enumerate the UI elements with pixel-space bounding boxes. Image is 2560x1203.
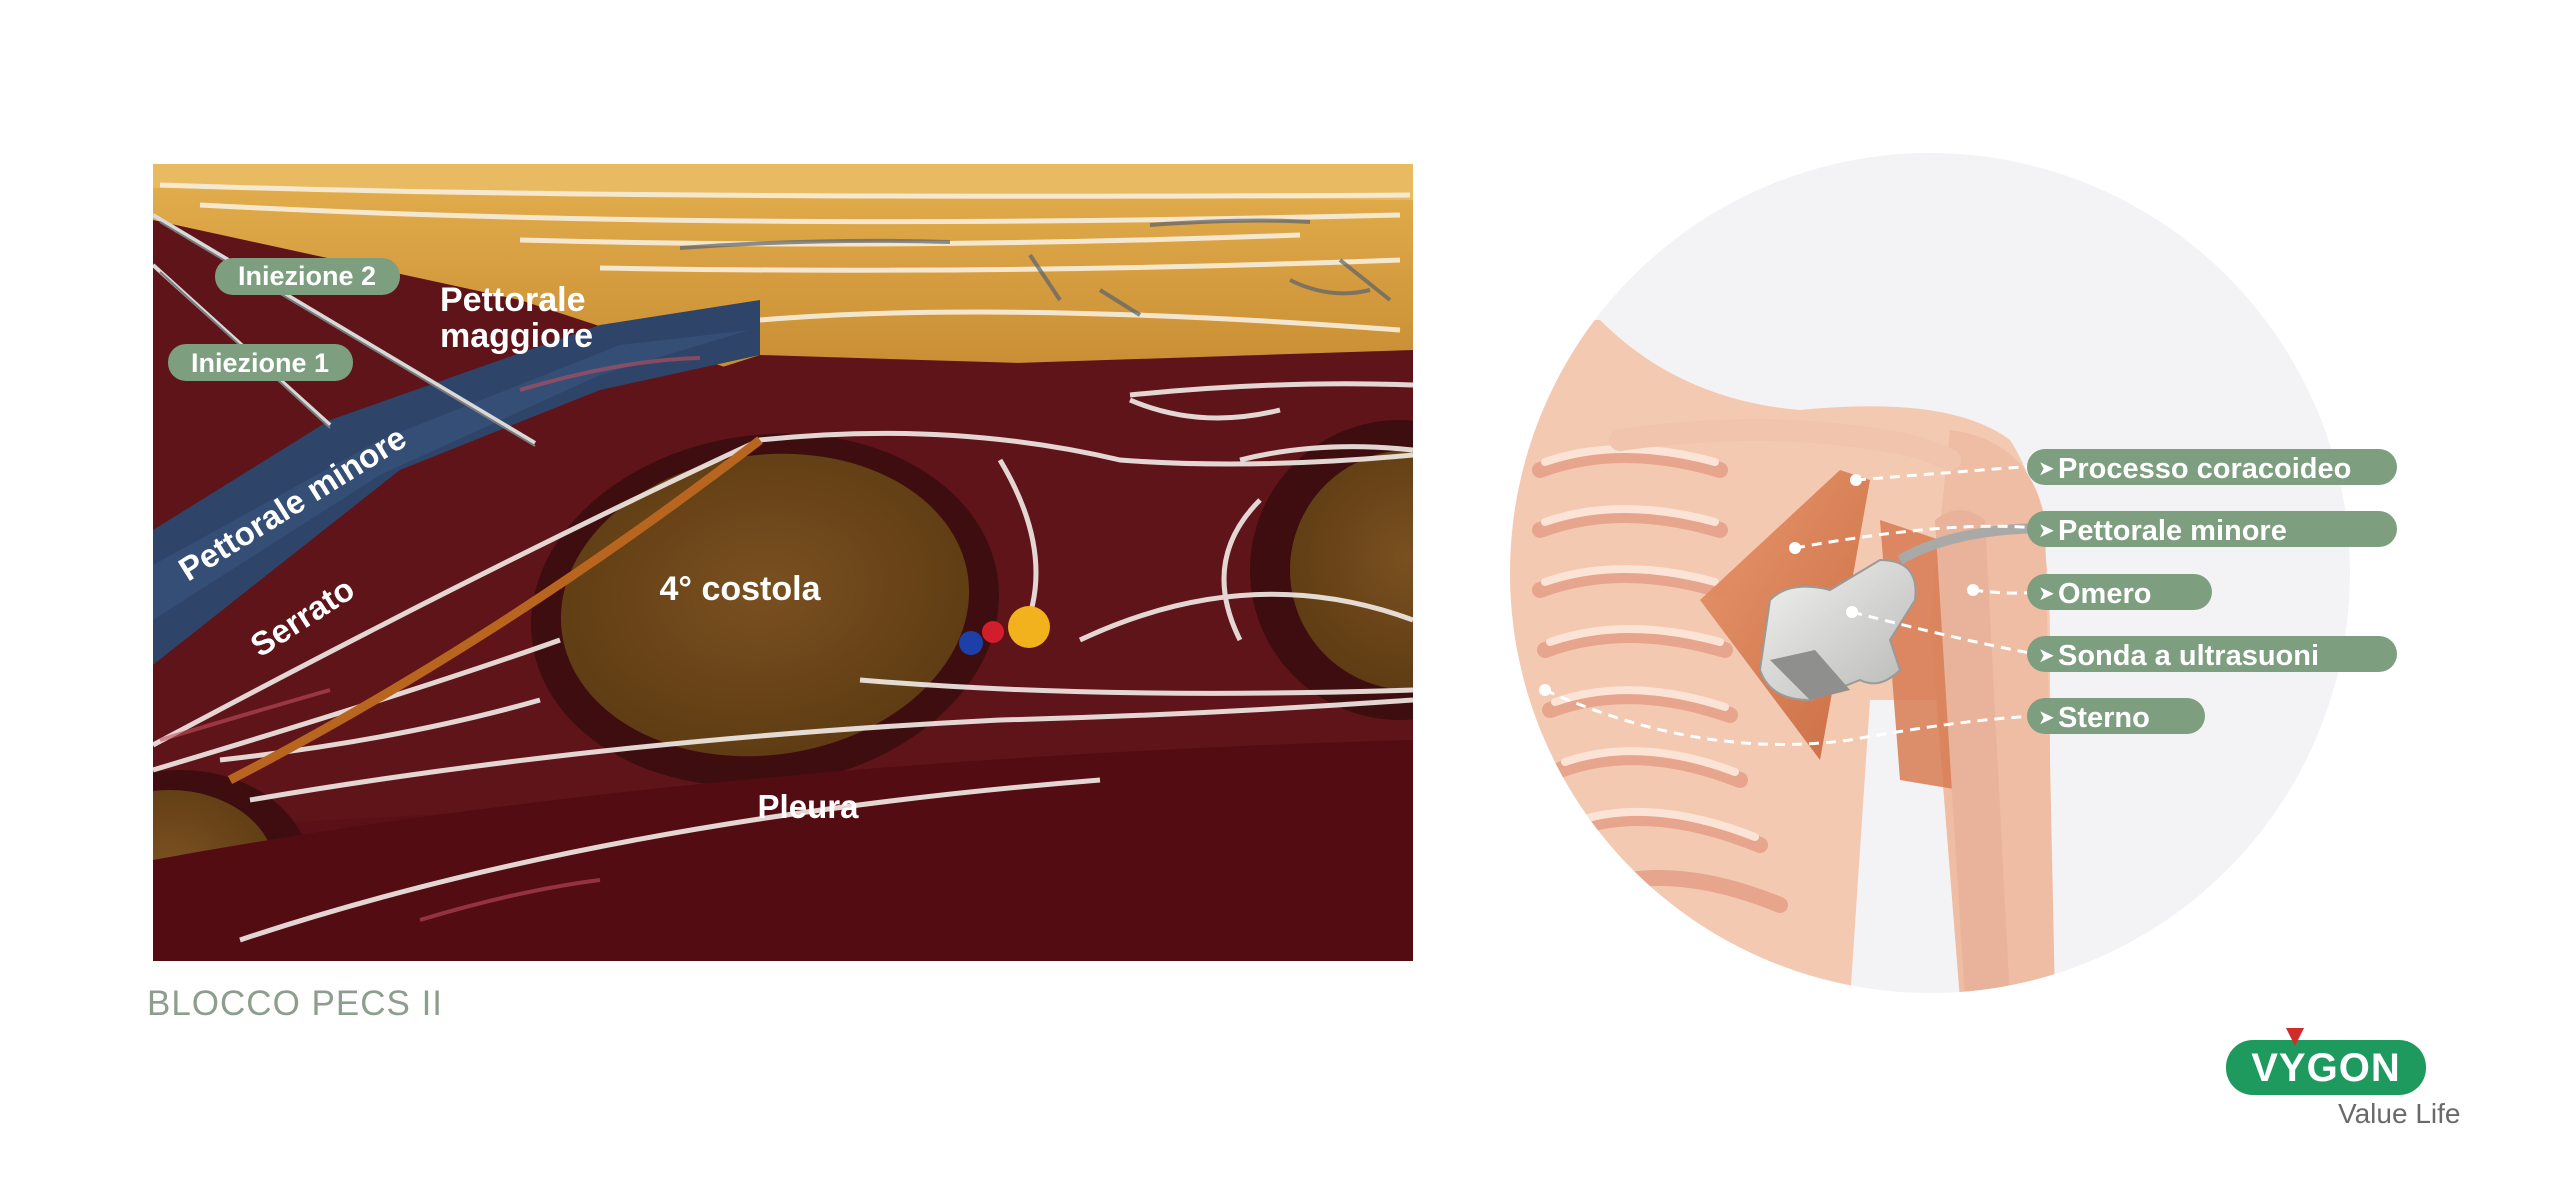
callout-arrow-icon: ➤ (2038, 456, 2055, 480)
callout-dots (1539, 474, 1979, 696)
brand-tagline: Value Life (2338, 1098, 2461, 1129)
shoulder-illustration (1510, 320, 2055, 993)
injection-2-label: Iniezione 2 (238, 261, 376, 291)
cross-section-illustration (153, 164, 1413, 961)
callout-pec-minor-label: Pettorale minore (2058, 515, 2287, 547)
callout-sternum: ➤ Sterno (2027, 698, 2205, 734)
injection-1-label: Iniezione 1 (191, 348, 329, 378)
callout-coracoid-label: Processo coracoideo (2058, 453, 2351, 485)
callout-arrow-icon: ➤ (2038, 643, 2055, 667)
injection-2-tag: Iniezione 2 (215, 258, 400, 295)
pec-major-label-line2: maggiore (440, 317, 593, 355)
callout-ultrasound-probe: ➤ Sonda a ultrasuoni (2027, 636, 2397, 672)
callout-leaders (1544, 464, 2036, 746)
rib-label: 4° costola (660, 570, 822, 608)
callout-humerus-label: Omero (2058, 578, 2151, 610)
callout-humerus: ➤ Omero (2027, 574, 2212, 610)
vygon-logo: VYGON (2226, 1028, 2426, 1095)
callout-arrow-icon: ➤ (2038, 518, 2055, 542)
callout-arrow-icon: ➤ (2038, 581, 2055, 605)
callout-coracoid-process: ➤ Processo coracoideo (2027, 449, 2397, 485)
callout-pectoralis-minor: ➤ Pettorale minore (2027, 511, 2397, 547)
callout-arrow-icon: ➤ (2038, 705, 2055, 729)
brand-name: VYGON (2251, 1046, 2400, 1090)
logo-triangle-icon (2286, 1028, 2304, 1046)
injection-1-tag: Iniezione 1 (168, 344, 353, 381)
callout-probe-label: Sonda a ultrasuoni (2058, 640, 2319, 672)
callout-sternum-label: Sterno (2058, 702, 2150, 734)
pec-major-label-line1: Pettorale (440, 281, 586, 319)
figure-caption: BLOCCO PECS II (147, 984, 444, 1023)
pleura-label: Pleura (758, 788, 860, 825)
